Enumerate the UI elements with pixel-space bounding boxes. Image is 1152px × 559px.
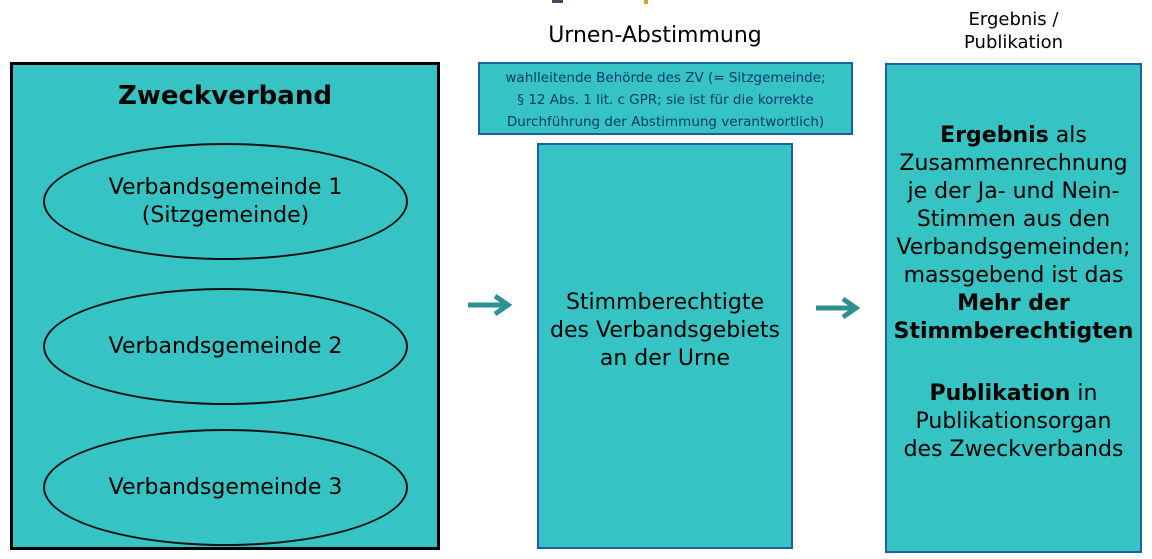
flow-arrow-left-icon <box>468 293 513 317</box>
ellipse-verbandsgemeinde-2: Verbandsgemeinde 2 <box>43 288 408 405</box>
zweckverband-box: Zweckverband Verbandsgemeinde 1(Sitzgeme… <box>10 62 440 550</box>
zweckverband-title: Zweckverband <box>118 81 332 111</box>
ellipse-label: Verbandsgemeinde 2 <box>108 333 343 359</box>
ellipse-verbandsgemeinde-3: Verbandsgemeinde 3 <box>43 429 408 546</box>
flow-arrow-right-icon <box>816 296 861 320</box>
column-heading-urnen-abstimmung: Urnen-Abstimmung <box>548 23 762 48</box>
wahlleitende-behoerde-note: wahlleitende Behörde des ZV (= Sitzgemei… <box>478 62 853 135</box>
note-text: wahlleitende Behörde des ZV (= Sitzgemei… <box>505 70 826 130</box>
ellipse-label: Verbandsgemeinde 1(Sitzgemeinde) <box>108 174 343 228</box>
ellipse-label: Verbandsgemeinde 3 <box>108 474 343 500</box>
ellipse-verbandsgemeinde-1: Verbandsgemeinde 1(Sitzgemeinde) <box>43 143 408 260</box>
column-heading-ergebnis-publikation: Ergebnis /Publikation <box>964 9 1063 53</box>
cropped-artifact <box>644 0 648 4</box>
cropped-artifact <box>552 0 563 3</box>
